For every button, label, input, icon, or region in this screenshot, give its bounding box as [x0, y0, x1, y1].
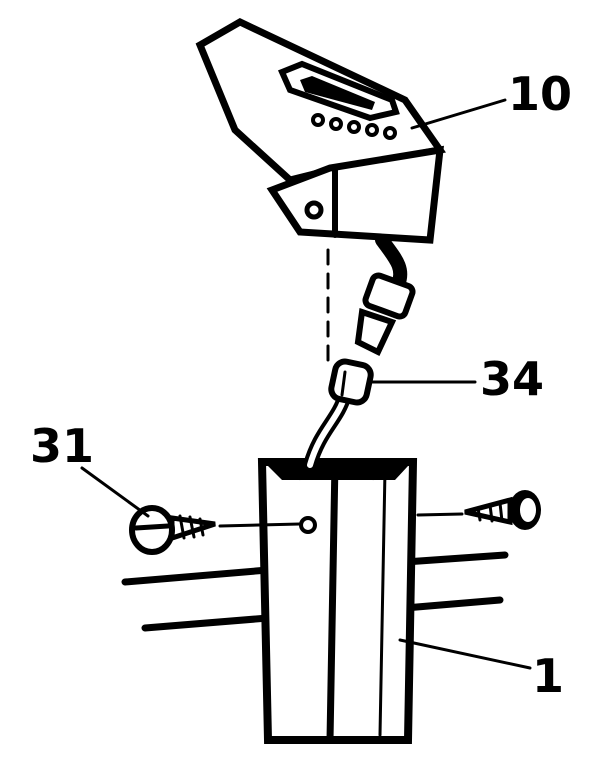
- callout-31: 31: [30, 419, 94, 473]
- control-unit: [195, 18, 446, 244]
- leader-lines: [80, 98, 532, 670]
- screw-right: [416, 490, 541, 530]
- plug: [354, 233, 416, 357]
- button-row: [311, 113, 397, 140]
- callout-10: 10: [508, 67, 572, 121]
- cable: [303, 388, 352, 472]
- callout-34: 34: [480, 352, 544, 406]
- screw-left: [129, 505, 302, 555]
- callout-1: 1: [532, 649, 564, 703]
- housing-screw: [304, 200, 324, 220]
- rails: [121, 551, 509, 632]
- cable-connector: [328, 358, 374, 406]
- post: [257, 458, 418, 744]
- mounting-hole: [299, 516, 317, 534]
